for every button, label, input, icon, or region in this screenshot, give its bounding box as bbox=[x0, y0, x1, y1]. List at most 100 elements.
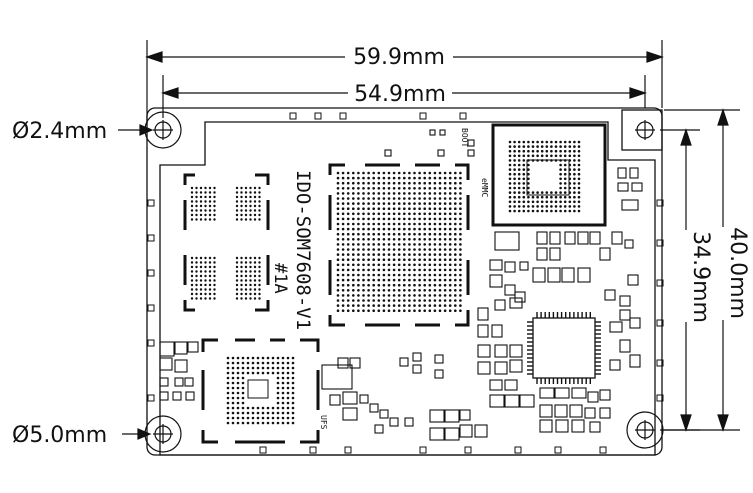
bga-ball bbox=[291, 396, 295, 400]
mounting-hole-top-right bbox=[635, 120, 655, 140]
bga-ball bbox=[459, 197, 462, 200]
bga-ball bbox=[413, 232, 416, 236]
bga-ball bbox=[513, 159, 516, 162]
bga-ball bbox=[235, 279, 239, 282]
bga-ball bbox=[577, 186, 581, 190]
bga-ball bbox=[204, 186, 207, 190]
bga-ball bbox=[454, 304, 457, 307]
bga-ball bbox=[563, 163, 567, 167]
bga-ball bbox=[423, 202, 427, 205]
bga-ball bbox=[513, 191, 516, 194]
bga-ball bbox=[454, 176, 457, 180]
bga-ball bbox=[372, 304, 376, 307]
bga-ball bbox=[392, 176, 396, 180]
passive-part bbox=[549, 231, 561, 245]
bga-ball bbox=[559, 186, 562, 190]
bga-ball bbox=[433, 181, 437, 185]
bga-ball bbox=[438, 181, 442, 185]
bga-ball bbox=[550, 200, 553, 204]
bga-ball bbox=[213, 256, 216, 260]
bga-ball bbox=[392, 304, 396, 307]
bga-ball bbox=[266, 421, 270, 425]
bga-ball bbox=[256, 406, 260, 410]
bga-ball bbox=[346, 192, 350, 195]
bga-ball bbox=[418, 232, 421, 236]
bga-ball bbox=[438, 217, 442, 221]
bga-ball bbox=[249, 213, 252, 217]
bga-ball bbox=[517, 177, 521, 181]
bga-ball bbox=[208, 186, 212, 190]
bga-ball bbox=[231, 356, 235, 360]
bga-ball bbox=[281, 406, 285, 410]
bga-ball bbox=[387, 263, 391, 267]
bga-ball bbox=[372, 289, 376, 292]
bga-ball bbox=[438, 273, 442, 277]
bga-ball bbox=[408, 309, 411, 313]
bga-ball bbox=[235, 292, 239, 296]
bga-ball bbox=[397, 217, 401, 221]
bga-ball bbox=[352, 278, 355, 282]
bga-ball bbox=[357, 289, 360, 292]
bga-ball bbox=[418, 187, 421, 190]
bga-ball bbox=[554, 159, 558, 162]
bga-ball bbox=[433, 309, 437, 313]
bga-ball bbox=[413, 258, 416, 262]
bga-ball bbox=[271, 416, 275, 420]
bga-ball bbox=[372, 232, 376, 236]
bga-ball bbox=[448, 268, 452, 272]
bga-ball bbox=[352, 253, 355, 256]
bga-ball bbox=[253, 213, 257, 217]
bga-ball bbox=[341, 238, 345, 241]
bga-ball bbox=[266, 411, 270, 415]
bga-ball bbox=[448, 176, 452, 180]
bga-ball bbox=[508, 195, 512, 199]
bga-ball bbox=[513, 163, 516, 167]
bga-ball bbox=[362, 289, 365, 292]
bga-ball bbox=[226, 361, 230, 365]
bga-ball bbox=[249, 297, 252, 300]
bga-ball bbox=[550, 145, 553, 148]
bga-ball bbox=[387, 232, 391, 236]
bga-ball bbox=[536, 145, 539, 148]
bga-ball bbox=[236, 356, 240, 360]
bga-ball bbox=[235, 195, 239, 199]
bga-ball bbox=[199, 265, 203, 269]
bga-ball bbox=[418, 304, 421, 307]
passive-part bbox=[159, 341, 175, 357]
bga-ball bbox=[195, 261, 198, 264]
bga-ball bbox=[372, 299, 376, 302]
bga-ball bbox=[195, 297, 198, 300]
bga-ball bbox=[367, 238, 370, 241]
bga-ball bbox=[536, 205, 539, 208]
bga-ball bbox=[418, 299, 421, 302]
bga-ball bbox=[357, 248, 360, 251]
bga-ball bbox=[428, 258, 432, 262]
passive-part bbox=[549, 247, 561, 261]
bga-ball bbox=[367, 197, 370, 200]
bga-ball bbox=[261, 356, 265, 360]
bga-ball bbox=[204, 265, 207, 269]
bga-ball bbox=[377, 268, 381, 272]
bga-ball bbox=[573, 154, 576, 158]
edge-pad bbox=[147, 199, 155, 207]
bga-ball bbox=[341, 217, 345, 221]
bga-ball bbox=[286, 366, 290, 370]
edge-pad bbox=[147, 234, 155, 242]
bga-ball bbox=[357, 263, 360, 267]
bga-ball bbox=[235, 204, 239, 208]
bga-ball bbox=[357, 299, 360, 302]
bga-ball bbox=[438, 202, 442, 205]
bga-ball bbox=[357, 309, 360, 313]
bga-ball bbox=[527, 191, 530, 194]
bga-ball bbox=[341, 243, 345, 246]
height-dimension bbox=[664, 108, 740, 432]
bga-ball bbox=[418, 217, 421, 221]
bga-ball bbox=[352, 212, 355, 216]
bga-ball bbox=[577, 154, 581, 158]
bga-ball bbox=[392, 192, 396, 195]
bga-ball bbox=[527, 182, 530, 185]
bga-ball bbox=[397, 176, 401, 180]
bga-ball bbox=[276, 376, 280, 380]
bga-ball bbox=[286, 401, 290, 405]
passive-part bbox=[342, 407, 358, 421]
